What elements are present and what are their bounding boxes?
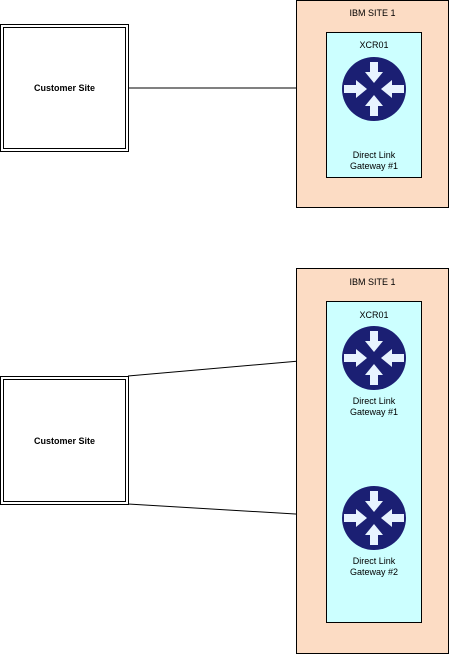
xcr-label-top: XCR01: [359, 40, 389, 50]
xcr-label-bottom: XCR01: [359, 310, 389, 320]
ibm-site-label-bottom: IBM SITE 1: [349, 277, 396, 287]
router-icon: [342, 486, 406, 550]
customer-site-label-bottom: Customer Site: [33, 435, 95, 446]
customer-site-box-bottom: Customer Site: [0, 376, 129, 505]
gateway-label-bottom-2: Direct Link Gateway #2: [349, 556, 399, 577]
router-icon: [342, 326, 406, 390]
gateway-label-bottom-1: Direct Link Gateway #1: [349, 396, 399, 417]
router-icon: [342, 57, 406, 121]
customer-site-box-top: Customer Site: [0, 24, 129, 152]
gateway-label-top-1: Direct Link Gateway #1: [349, 150, 399, 171]
customer-site-label-top: Customer Site: [33, 83, 95, 93]
ibm-site-label-top: IBM SITE 1: [349, 8, 396, 18]
